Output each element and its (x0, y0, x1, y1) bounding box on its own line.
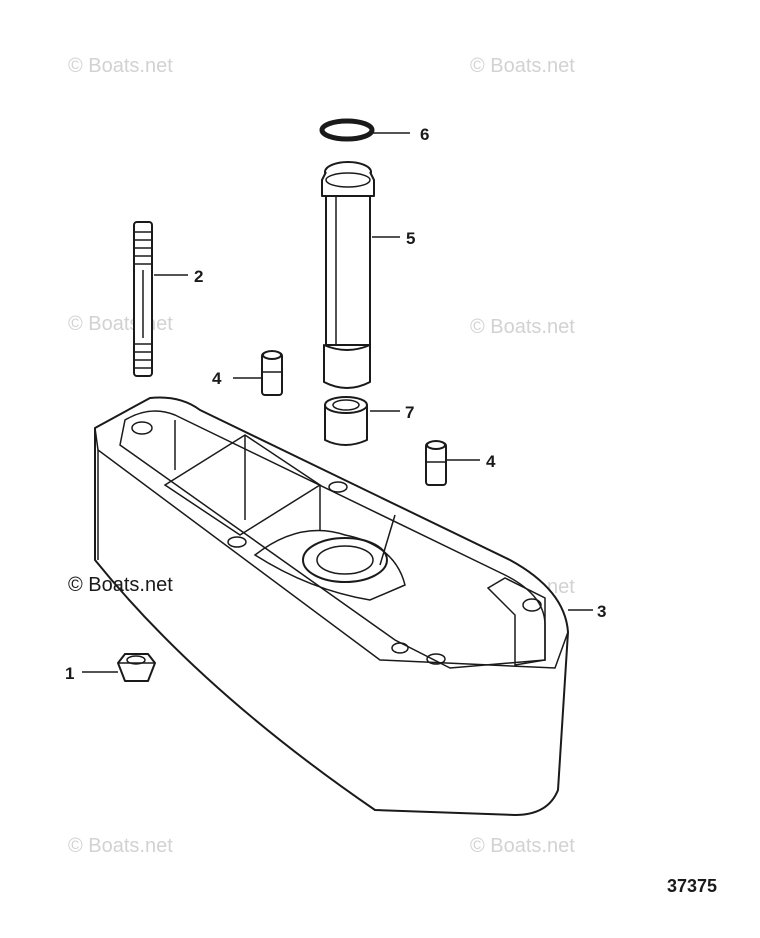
callout-1: 1 (65, 664, 74, 683)
part-2-stud[interactable] (133, 221, 153, 377)
diagram-number: 37375 (667, 876, 717, 896)
callout-7: 7 (405, 403, 414, 422)
part-1-nut[interactable] (117, 653, 156, 682)
callout-4: 4 (486, 452, 496, 471)
watermark: © Boats.net (68, 574, 173, 596)
watermark: © Boats.net (68, 835, 173, 857)
watermark: © Boats.net (470, 55, 575, 77)
callout-2: 2 (194, 267, 203, 286)
callout-5: 5 (406, 229, 415, 248)
callout-6: 6 (420, 125, 429, 144)
part-7-bushing[interactable] (324, 396, 368, 446)
part-4-dowel-pin-left[interactable] (261, 350, 283, 396)
watermark: © Boats.net (68, 55, 173, 77)
part-4-dowel-pin-right[interactable] (425, 440, 447, 486)
watermark: © Boats.net (470, 316, 575, 338)
watermark: © Boats.net (470, 835, 575, 857)
watermark: © Boats.net (68, 313, 173, 335)
part-3-spacer-plate[interactable] (94, 396, 569, 816)
callout-4: 4 (212, 369, 222, 388)
part-6-o-ring[interactable] (319, 118, 375, 142)
part-5-water-tube[interactable] (321, 161, 375, 389)
callout-3: 3 (597, 602, 606, 621)
